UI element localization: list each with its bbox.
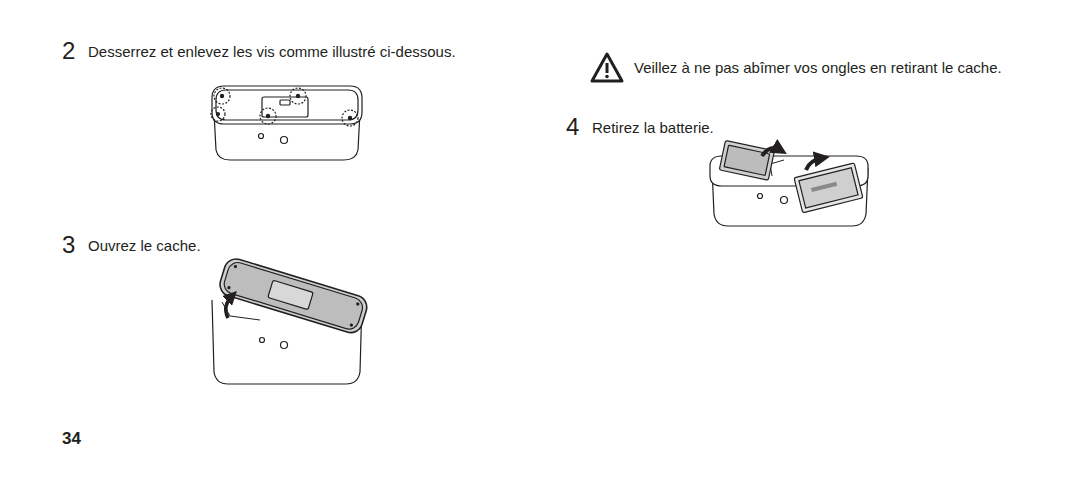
speaker-battery	[710, 140, 868, 226]
page-number: 34	[62, 430, 81, 449]
step-number: 4	[566, 114, 579, 140]
step-number: 2	[62, 38, 75, 64]
step-text: Desserrez et enlevez les vis comme illus…	[88, 44, 456, 61]
speaker-screws	[211, 86, 362, 160]
warning-icon	[592, 54, 622, 81]
step-text: Ouvrez le cache.	[88, 238, 201, 255]
step-number: 3	[62, 232, 75, 258]
step-text: Retirez la batterie.	[592, 120, 714, 137]
warning-text: Veillez à ne pas abîmer vos ongles en re…	[634, 60, 1002, 77]
speaker-cover-open	[212, 256, 370, 384]
